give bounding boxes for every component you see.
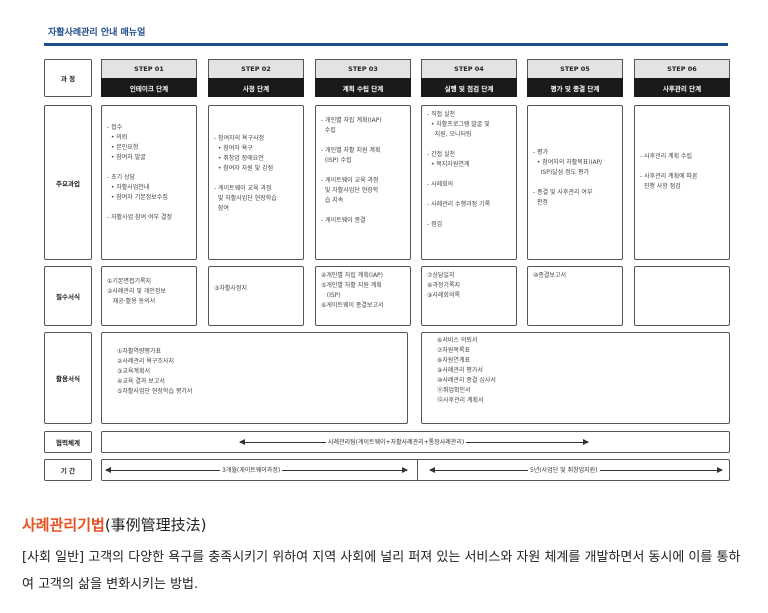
step-header-4: STEP 04 실행 및 점검 단계 bbox=[421, 59, 517, 97]
row-label-process: 과 정 bbox=[44, 59, 92, 97]
step-name: 계획 수립 단계 bbox=[315, 78, 411, 97]
cooperation-label: 사례관리팀(게이트웨이+자활사례관리+통장사례관리) bbox=[326, 437, 467, 446]
required-forms-cell-2: ③자활사정지 bbox=[208, 266, 304, 326]
process-chart: 자활사례관리 안내 매뉴얼 과 정 주요과업 필수서식 활용서식 협력체계 기 … bbox=[44, 28, 730, 481]
term-definition: 사례관리기법(事例管理技法) [사회 일반] 고객의 다양한 욕구를 충족시키기… bbox=[0, 498, 768, 613]
required-forms-cell-4: ⑦상담일지 ⑧과정기록지 ⑨사례회의록 bbox=[421, 266, 517, 326]
required-forms-cell-5: ⑩종결보고서 bbox=[527, 266, 623, 326]
row-label-required-forms: 필수서식 bbox=[44, 266, 92, 326]
main-task-text: - 참여자의 욕구사정 • 참여자 욕구 • 취창업 장애요인 • 참여자 자원… bbox=[214, 135, 277, 212]
main-task-text: - 직접 실천 • 자활프로그램 발굴 및 지원, 모니터링 - 간접 실천 •… bbox=[427, 111, 491, 228]
main-task-cell-6: - 사후관리 계획 수립 - 사후관리 계획에 따른 진행 사항 점검 bbox=[634, 105, 730, 260]
period-label-right: 5년(사업단 및 취창업지원) bbox=[528, 465, 600, 474]
step-header-6: STEP 06 사후관리 단계 bbox=[634, 59, 730, 97]
main-task-cell-2: - 참여자의 욕구사정 • 참여자 욕구 • 취창업 장애요인 • 참여자 자원… bbox=[208, 105, 304, 260]
step-number: STEP 02 bbox=[208, 59, 304, 78]
main-task-cell-5: - 평가 • 참여자의 자활목표(IAP/ ISP)달성 정도 평가 - 종결 … bbox=[527, 105, 623, 260]
step-header-3: STEP 03 계획 수립 단계 bbox=[315, 59, 411, 97]
step-name: 평가 및 종결 단계 bbox=[527, 78, 623, 97]
main-task-text: - 접수 • 의뢰 • 본인요청 • 참여자 발굴 - 초기 상담 • 자활사업… bbox=[107, 124, 172, 221]
main-task-cell-1: - 접수 • 의뢰 • 본인요청 • 참여자 발굴 - 초기 상담 • 자활사업… bbox=[101, 105, 197, 260]
step-name: 사후관리 단계 bbox=[634, 78, 730, 97]
step-number: STEP 05 bbox=[527, 59, 623, 78]
required-forms-text: ①기본면접기록지 ②사례관리 및 개인정보 제공·활용 동의서 bbox=[107, 278, 166, 305]
title-rule bbox=[44, 43, 728, 46]
required-forms-text: ④개인별 자립 계획(IAP) ⑤개인별 자활 지원 계획 (ISP) ⑥게이트… bbox=[321, 272, 384, 309]
main-task-cell-4: - 직접 실천 • 자활프로그램 발굴 및 지원, 모니터링 - 간접 실천 •… bbox=[421, 105, 517, 260]
tool-forms-text: ①자활역량평가표 ②사례관리 욕구조사지 ③교육계획서 ④교육 결과 보고서 ⑤… bbox=[117, 348, 193, 395]
row-label-period: 기 간 bbox=[44, 459, 92, 481]
step-header-2: STEP 02 사정 단계 bbox=[208, 59, 304, 97]
row-label-main-tasks: 주요과업 bbox=[44, 105, 92, 260]
period-label-left: 3개월(게이트웨이과정) bbox=[220, 465, 283, 474]
row-label-cooperation: 협력체계 bbox=[44, 431, 92, 453]
term-hanja: (事例管理技法) bbox=[104, 516, 207, 534]
chart-title: 자활사례관리 안내 매뉴얼 bbox=[48, 28, 146, 38]
step-header-1: STEP 01 인테이크 단계 bbox=[101, 59, 197, 97]
required-forms-cell-6 bbox=[634, 266, 730, 326]
tool-forms-cell-left: ①자활역량평가표 ②사례관리 욕구조사지 ③교육계획서 ④교육 결과 보고서 ⑤… bbox=[101, 332, 408, 424]
cooperation-cell: 사례관리팀(게이트웨이+자활사례관리+통장사례관리) bbox=[101, 431, 730, 453]
tool-forms-cell-right: ⑥서비스 의뢰서 ⑦자원목록표 ⑧자원연계표 ⑨사례관리 평가서 ⑩사례관리 종… bbox=[421, 332, 730, 424]
term-description: [사회 일반] 고객의 다양한 욕구를 충족시키기 위하여 지역 사회에 널리 … bbox=[22, 550, 741, 592]
main-task-text: - 평가 • 참여자의 자활목표(IAP/ ISP)달성 정도 평가 - 종결 … bbox=[533, 149, 603, 206]
step-name: 인테이크 단계 bbox=[101, 78, 197, 97]
step-header-5: STEP 05 평가 및 종결 단계 bbox=[527, 59, 623, 97]
main-task-cell-3: - 개인별 자립 계획(IAP) 수립 - 개인별 자활 지원 계획 (ISP)… bbox=[315, 105, 411, 260]
term-name: 사례관리기법 bbox=[22, 516, 105, 534]
step-number: STEP 06 bbox=[634, 59, 730, 78]
step-number: STEP 01 bbox=[101, 59, 197, 78]
main-task-text: - 개인별 자립 계획(IAP) 수립 - 개인별 자활 지원 계획 (ISP)… bbox=[321, 117, 382, 224]
term-heading: 사례관리기법(事例管理技法) bbox=[22, 514, 207, 535]
step-name: 실행 및 점검 단계 bbox=[421, 78, 517, 97]
period-cell: 3개월(게이트웨이과정) 5년(사업단 및 취창업지원) bbox=[101, 459, 730, 481]
tool-forms-text: ⑥서비스 의뢰서 ⑦자원목록표 ⑧자원연계표 ⑨사례관리 평가서 ⑩사례관리 종… bbox=[437, 337, 496, 404]
period-divider bbox=[417, 460, 418, 480]
required-forms-text: ⑩종결보고서 bbox=[533, 272, 566, 279]
row-label-tool-forms: 활용서식 bbox=[44, 332, 92, 424]
required-forms-text: ③자활사정지 bbox=[214, 285, 247, 292]
step-number: STEP 03 bbox=[315, 59, 411, 78]
required-forms-cell-3: ④개인별 자립 계획(IAP) ⑤개인별 자활 지원 계획 (ISP) ⑥게이트… bbox=[315, 266, 411, 326]
required-forms-cell-1: ①기본면접기록지 ②사례관리 및 개인정보 제공·활용 동의서 bbox=[101, 266, 197, 326]
step-name: 사정 단계 bbox=[208, 78, 304, 97]
required-forms-text: ⑦상담일지 ⑧과정기록지 ⑨사례회의록 bbox=[427, 272, 460, 299]
step-number: STEP 04 bbox=[421, 59, 517, 78]
main-task-text: - 사후관리 계획 수립 - 사후관리 계획에 따른 진행 사항 점검 bbox=[640, 153, 698, 190]
